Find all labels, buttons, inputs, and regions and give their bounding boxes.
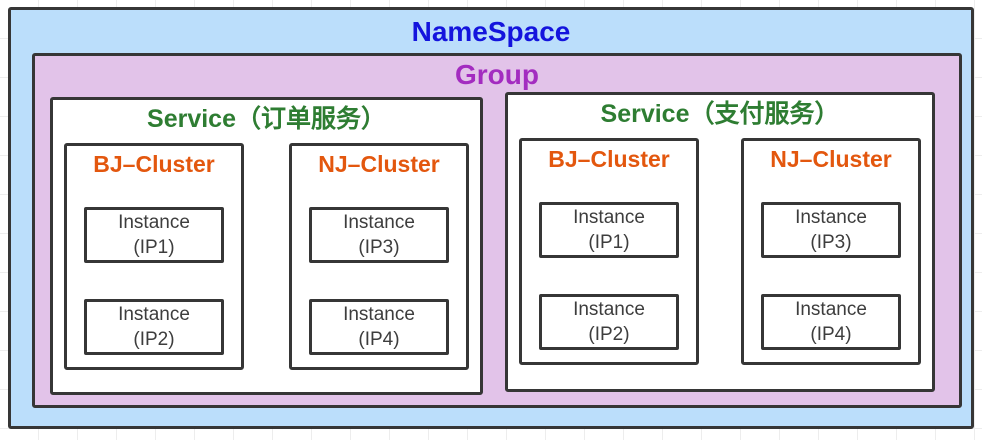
clusters-row: BJ–Cluster Instance (IP1) Instance (IP2)… [508, 138, 932, 365]
group-box: Group Service（订单服务） BJ–Cluster Instance … [32, 53, 962, 408]
instance-name: Instance [118, 303, 190, 325]
cluster-title: BJ–Cluster [548, 146, 670, 172]
cluster-box-bj: BJ–Cluster Instance (IP1) Instance (IP2) [64, 143, 244, 370]
instance-ip: (IP3) [358, 236, 400, 258]
instance-name: Instance [573, 206, 645, 228]
instance-ip: (IP1) [133, 236, 175, 258]
instance-ip: (IP3) [810, 231, 852, 253]
instance-box: Instance (IP3) [761, 201, 901, 258]
clusters-row: BJ–Cluster Instance (IP1) Instance (IP2)… [53, 143, 480, 370]
cluster-box-nj: NJ–Cluster Instance (IP3) Instance (IP4) [741, 138, 921, 365]
namespace-box: NameSpace Group Service（订单服务） BJ–Cluster… [8, 7, 974, 429]
instance-ip: (IP1) [588, 231, 630, 253]
service-title: Service（订单服务） [147, 105, 386, 133]
instance-box: Instance (IP2) [84, 298, 224, 355]
cluster-title: BJ–Cluster [93, 151, 215, 177]
instance-name: Instance [343, 211, 415, 233]
service-box-order: Service（订单服务） BJ–Cluster Instance (IP1) … [50, 97, 483, 395]
instance-box: Instance (IP1) [539, 201, 679, 258]
instance-name: Instance [118, 211, 190, 233]
instance-ip: (IP2) [588, 323, 630, 345]
group-label: Group [455, 59, 539, 90]
instance-ip: (IP2) [133, 328, 175, 350]
instance-box: Instance (IP4) [761, 293, 901, 350]
service-box-payment: Service（支付服务） BJ–Cluster Instance (IP1) … [505, 92, 935, 392]
instance-name: Instance [343, 303, 415, 325]
instance-ip: (IP4) [358, 328, 400, 350]
instance-box: Instance (IP4) [309, 298, 449, 355]
instance-box: Instance (IP2) [539, 293, 679, 350]
service-title: Service（支付服务） [600, 100, 840, 128]
cluster-box-nj: NJ–Cluster Instance (IP3) Instance (IP4) [289, 143, 469, 370]
cluster-title: NJ–Cluster [318, 151, 440, 177]
instance-box: Instance (IP1) [84, 206, 224, 263]
cluster-title: NJ–Cluster [770, 146, 892, 172]
instance-name: Instance [795, 298, 867, 320]
namespace-label: NameSpace [411, 16, 571, 47]
instance-box: Instance (IP3) [309, 206, 449, 263]
instance-name: Instance [795, 206, 867, 228]
instance-name: Instance [573, 298, 645, 320]
instance-ip: (IP4) [810, 323, 852, 345]
cluster-box-bj: BJ–Cluster Instance (IP1) Instance (IP2) [519, 138, 699, 365]
